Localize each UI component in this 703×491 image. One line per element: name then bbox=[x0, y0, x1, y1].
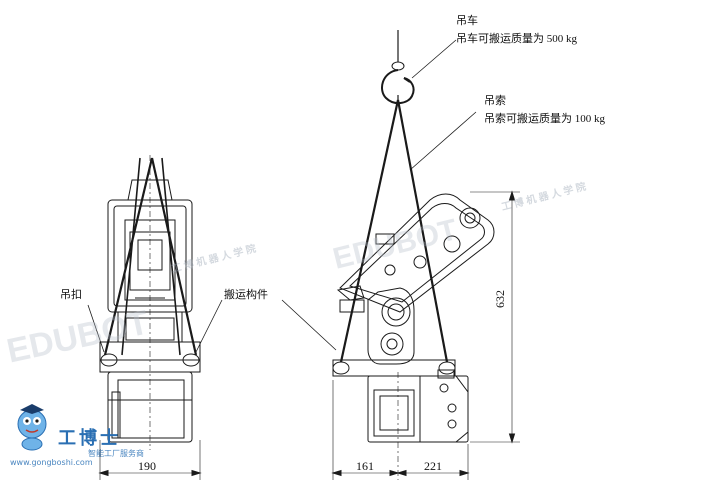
crane-capacity-label: 吊车可搬运质量为 500 kg bbox=[456, 33, 577, 45]
side-view-robot bbox=[281, 99, 495, 480]
sling-capacity-label: 吊索可搬运质量为 100 kg bbox=[484, 113, 605, 125]
lifting-member-label: 搬运构件 bbox=[224, 289, 268, 301]
dim-height-value: 632 bbox=[493, 290, 507, 308]
shackle-label: 吊扣 bbox=[60, 289, 82, 301]
dim-height bbox=[470, 190, 520, 444]
dim-side-left-value: 161 bbox=[356, 459, 374, 473]
dim-side-right-value: 221 bbox=[424, 459, 442, 473]
brand-url: www.gongboshi.com bbox=[10, 458, 93, 467]
dim-side-bottom bbox=[331, 380, 470, 480]
front-view-robot bbox=[87, 155, 223, 450]
brand-tagline: 智能工厂服务商 bbox=[88, 449, 144, 458]
brand-mascot-icon bbox=[17, 404, 47, 451]
dim-front-width bbox=[98, 440, 202, 480]
crane-title-label: 吊车 bbox=[456, 15, 478, 27]
sling-title-label: 吊索 bbox=[484, 95, 506, 107]
dim-front-width-value: 190 bbox=[138, 459, 156, 473]
crane-hook bbox=[381, 30, 457, 104]
brand-cn-text: 工博士 bbox=[58, 428, 121, 449]
